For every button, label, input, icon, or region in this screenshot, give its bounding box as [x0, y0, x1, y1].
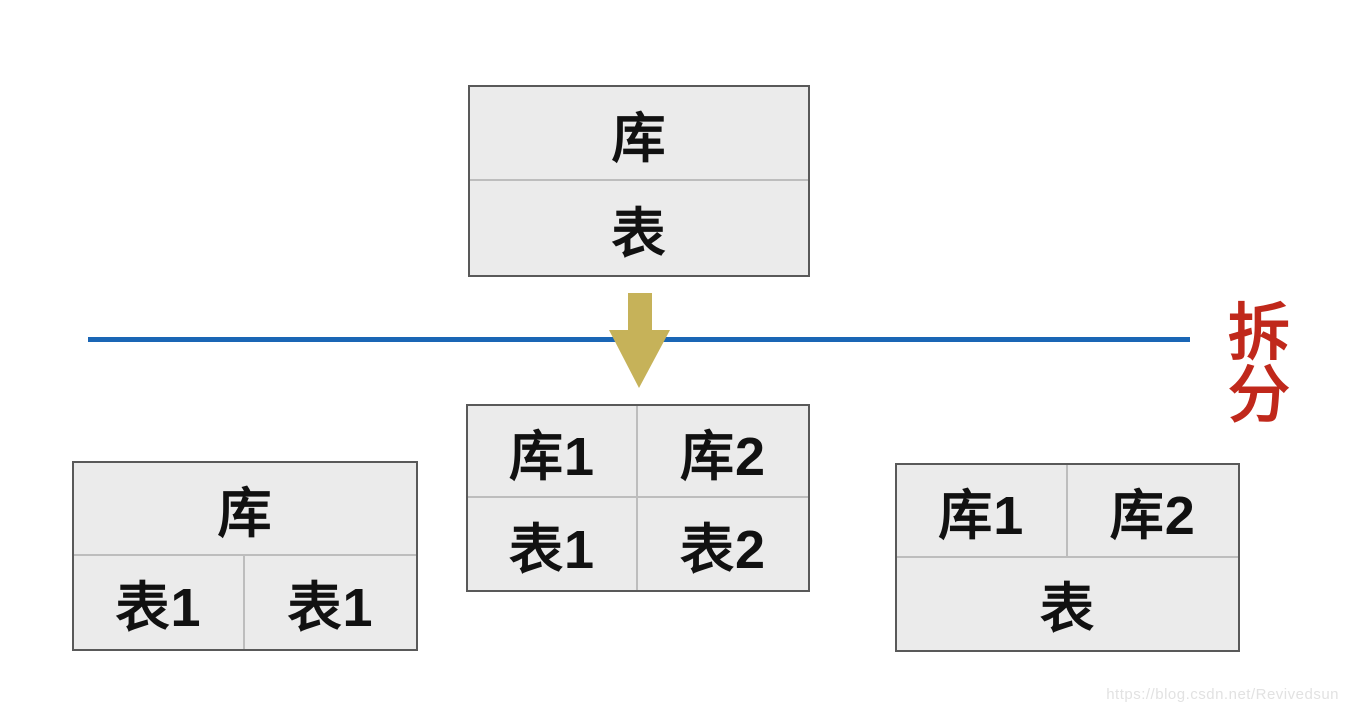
right-db2-cell: 库2	[1067, 465, 1238, 558]
box-split-dbs: 库1 库2 表	[895, 463, 1240, 652]
center-table1-cell: 表1	[468, 498, 638, 590]
box-split-db-and-tables: 库1 库2 表1 表2	[466, 404, 810, 592]
down-arrow-icon	[609, 293, 670, 388]
original-table-cell: 表	[611, 203, 667, 264]
original-db-cell: 库	[470, 87, 808, 181]
split-label: 拆分	[1228, 299, 1291, 430]
right-db1-cell: 库1	[897, 465, 1068, 558]
center-db1-cell: 库1	[468, 406, 638, 498]
center-db2-cell: 库2	[638, 406, 808, 498]
left-table1-cell: 表1	[74, 556, 245, 649]
box-original: 库 表	[468, 85, 810, 277]
left-db-cell: 库	[74, 463, 416, 556]
center-table2-cell: 表2	[679, 519, 767, 580]
right-table-cell: 表	[1040, 579, 1095, 640]
watermark: https://blog.csdn.net/Revivedsun	[1106, 686, 1339, 703]
down-arrow-shape	[609, 293, 670, 388]
left-table2-cell: 表1	[287, 578, 374, 638]
box-split-tables: 库 表1 表1	[72, 461, 418, 651]
